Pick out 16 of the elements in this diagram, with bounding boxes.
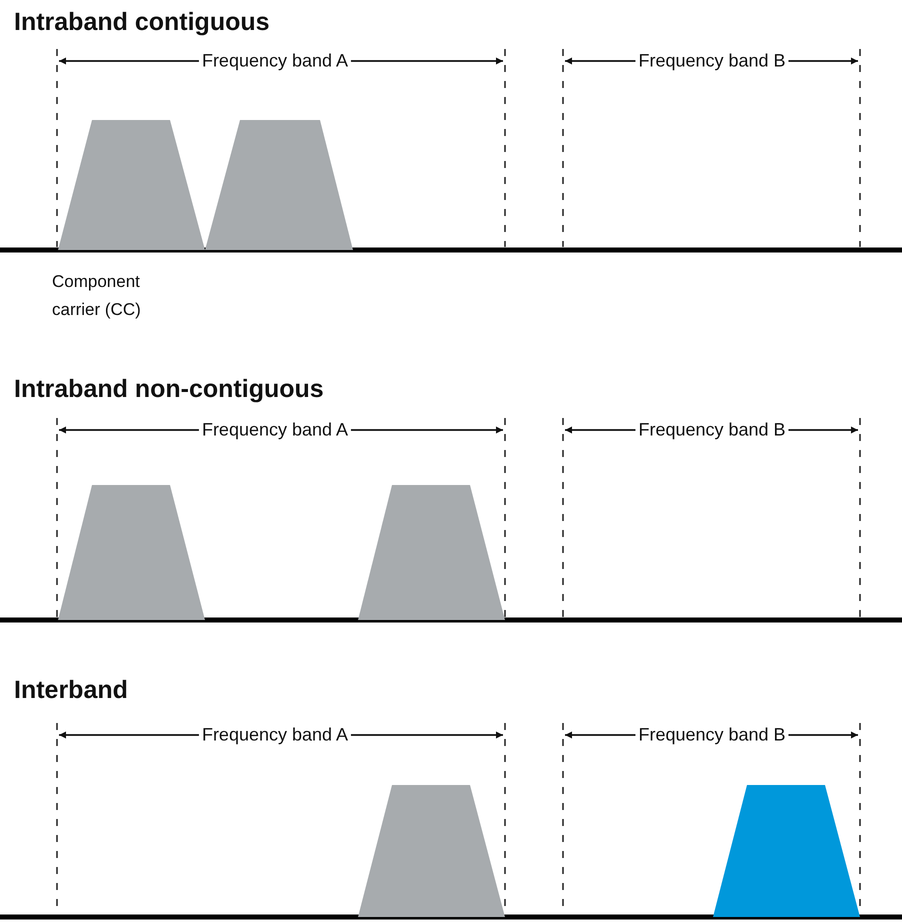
band-label: Frequency band A <box>198 50 352 72</box>
band-label: Frequency band B <box>635 50 789 72</box>
carrier-spectrum-shape <box>58 120 205 250</box>
band-label: Frequency band B <box>635 420 789 440</box>
section-heading: Interband <box>14 676 128 705</box>
carrier-spectrum-shape <box>713 785 860 917</box>
carrier-spectrum-shape <box>205 120 353 250</box>
section-heading: Intraband contiguous <box>14 8 270 37</box>
band-label: Frequency band A <box>198 724 352 746</box>
band-label: Frequency band A <box>198 420 352 440</box>
carrier-spectrum-shape <box>358 785 505 917</box>
band-label: Frequency band B <box>635 724 789 746</box>
carrier-spectrum-shape <box>58 485 205 620</box>
section-heading: Intraband non-contiguous <box>14 375 324 404</box>
carrier-spectrum-shape <box>358 485 505 620</box>
carrier-label: Component carrier (CC) <box>52 271 142 321</box>
